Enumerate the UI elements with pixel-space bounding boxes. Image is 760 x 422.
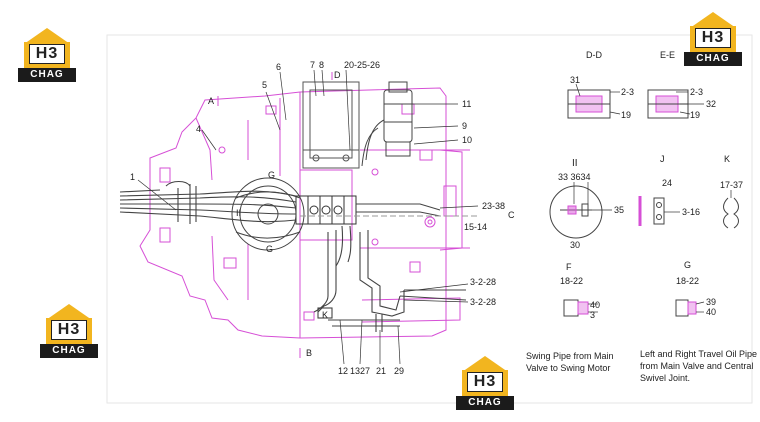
callout-21: 21 bbox=[376, 366, 386, 376]
detail-j-title: J bbox=[660, 154, 665, 164]
k-callout-17-37: 17-37 bbox=[720, 180, 743, 190]
ii-callout-30: 30 bbox=[570, 240, 580, 250]
callout-3-2-28-a: 3-2-28 bbox=[470, 277, 496, 287]
detail-k-title: K bbox=[724, 154, 730, 164]
section-d: D bbox=[334, 70, 341, 80]
brand-logo-bottom-center: H3 CHAG bbox=[456, 356, 514, 412]
section-c: C bbox=[508, 210, 515, 220]
section-k-mark: K bbox=[322, 310, 328, 320]
detail-ii-title: II bbox=[572, 158, 578, 169]
callout-10: 10 bbox=[462, 135, 472, 145]
travel-caption-line1: Left and Right Travel Oil Pipe bbox=[640, 349, 758, 359]
section-b: B bbox=[306, 348, 312, 358]
swing-pipe-caption: Swing Pipe from Main Valve to Swing Moto… bbox=[526, 350, 614, 374]
callout-29: 29 bbox=[394, 366, 404, 376]
callout-1327: 1327 bbox=[350, 366, 370, 376]
brand-logo-bottom-left: H3 CHAG bbox=[40, 304, 98, 360]
g-callout-40: 40 bbox=[706, 307, 716, 317]
swing-caption-line2: Valve to Swing Motor bbox=[526, 363, 611, 373]
ii-callout-33: 33 3634 bbox=[558, 172, 591, 182]
swing-caption-line1: Swing Pipe from Main bbox=[526, 351, 614, 361]
brand-logo-top-right: H3 CHAG bbox=[684, 12, 742, 68]
section-g-top: G bbox=[268, 170, 275, 180]
page-frame bbox=[106, 34, 753, 404]
callout-4: 4 bbox=[196, 124, 201, 134]
travel-pipes bbox=[313, 203, 467, 332]
brand-logo-top-left: H3 CHAG bbox=[18, 28, 76, 84]
callout-7: 7 bbox=[310, 60, 315, 70]
machine-frame bbox=[139, 87, 470, 339]
detail-f-title: F bbox=[566, 262, 572, 272]
ii-callout-35: 35 bbox=[614, 205, 624, 215]
left-pipe-bundle bbox=[119, 180, 297, 224]
detail-ii: II 33 3634 35 30 bbox=[549, 158, 624, 250]
section-g-bottom: G bbox=[266, 244, 273, 254]
detail-dd: D-D 31 2-3 19 bbox=[567, 50, 634, 120]
g-callout-18-22: 18-22 bbox=[676, 276, 699, 286]
callout-1: 1 bbox=[130, 172, 135, 182]
travel-caption-line3: Swivel Joint. bbox=[640, 373, 691, 383]
section-ii-inner: II bbox=[236, 208, 241, 218]
callout-5: 5 bbox=[262, 80, 267, 90]
ee-callout-2-3: 2-3 bbox=[690, 87, 703, 97]
ee-callout-32: 32 bbox=[706, 99, 716, 109]
main-valve bbox=[295, 195, 357, 225]
callout-8: 8 bbox=[319, 60, 324, 70]
detail-g-title: G bbox=[684, 260, 691, 270]
callout-23-38: 23-38 bbox=[482, 201, 505, 211]
dd-callout-31: 31 bbox=[570, 75, 580, 85]
callout-9: 9 bbox=[462, 121, 467, 131]
travel-pipe-caption: Left and Right Travel Oil Pipe from Main… bbox=[640, 348, 757, 384]
detail-dd-title: D-D bbox=[586, 50, 602, 60]
dd-callout-2-3: 2-3 bbox=[621, 87, 634, 97]
travel-caption-line2: from Main Valve and Central bbox=[640, 361, 754, 371]
leader-lines bbox=[137, 69, 479, 365]
f-callout-3: 3 bbox=[590, 310, 595, 320]
callout-20-25-26: 20-25-26 bbox=[344, 60, 380, 70]
section-a: A bbox=[208, 96, 214, 106]
f-callout-18-22: 18-22 bbox=[560, 276, 583, 286]
callout-15-14: 15-14 bbox=[464, 222, 487, 232]
detail-k: K 17-37 bbox=[720, 154, 743, 229]
callout-3-2-28-b: 3-2-28 bbox=[470, 297, 496, 307]
ee-callout-19: 19 bbox=[690, 110, 700, 120]
callout-12: 12 bbox=[338, 366, 348, 376]
f-callout-40: 40 bbox=[590, 300, 600, 310]
detail-g: G 18-22 39 40 bbox=[675, 260, 716, 317]
filter-unit bbox=[361, 81, 413, 167]
callout-6: 6 bbox=[276, 62, 281, 72]
detail-ee: E-E 2-3 32 19 bbox=[647, 50, 716, 120]
j-callout-24: 24 bbox=[662, 178, 672, 188]
detail-f: F 18-22 40 3 bbox=[560, 262, 600, 320]
section-markers bbox=[217, 72, 333, 358]
callout-11: 11 bbox=[462, 99, 471, 109]
g-callout-39: 39 bbox=[706, 297, 716, 307]
detail-ee-title: E-E bbox=[660, 50, 675, 60]
pump-block bbox=[302, 81, 360, 169]
j-callout-3-16: 3-16 bbox=[682, 207, 700, 217]
main-callouts: 1 4 5 6 7 8 20-25-26 11 9 10 23-38 15-14… bbox=[130, 60, 515, 376]
dd-callout-19: 19 bbox=[621, 110, 631, 120]
detail-j: J 24 3-16 bbox=[638, 154, 700, 226]
